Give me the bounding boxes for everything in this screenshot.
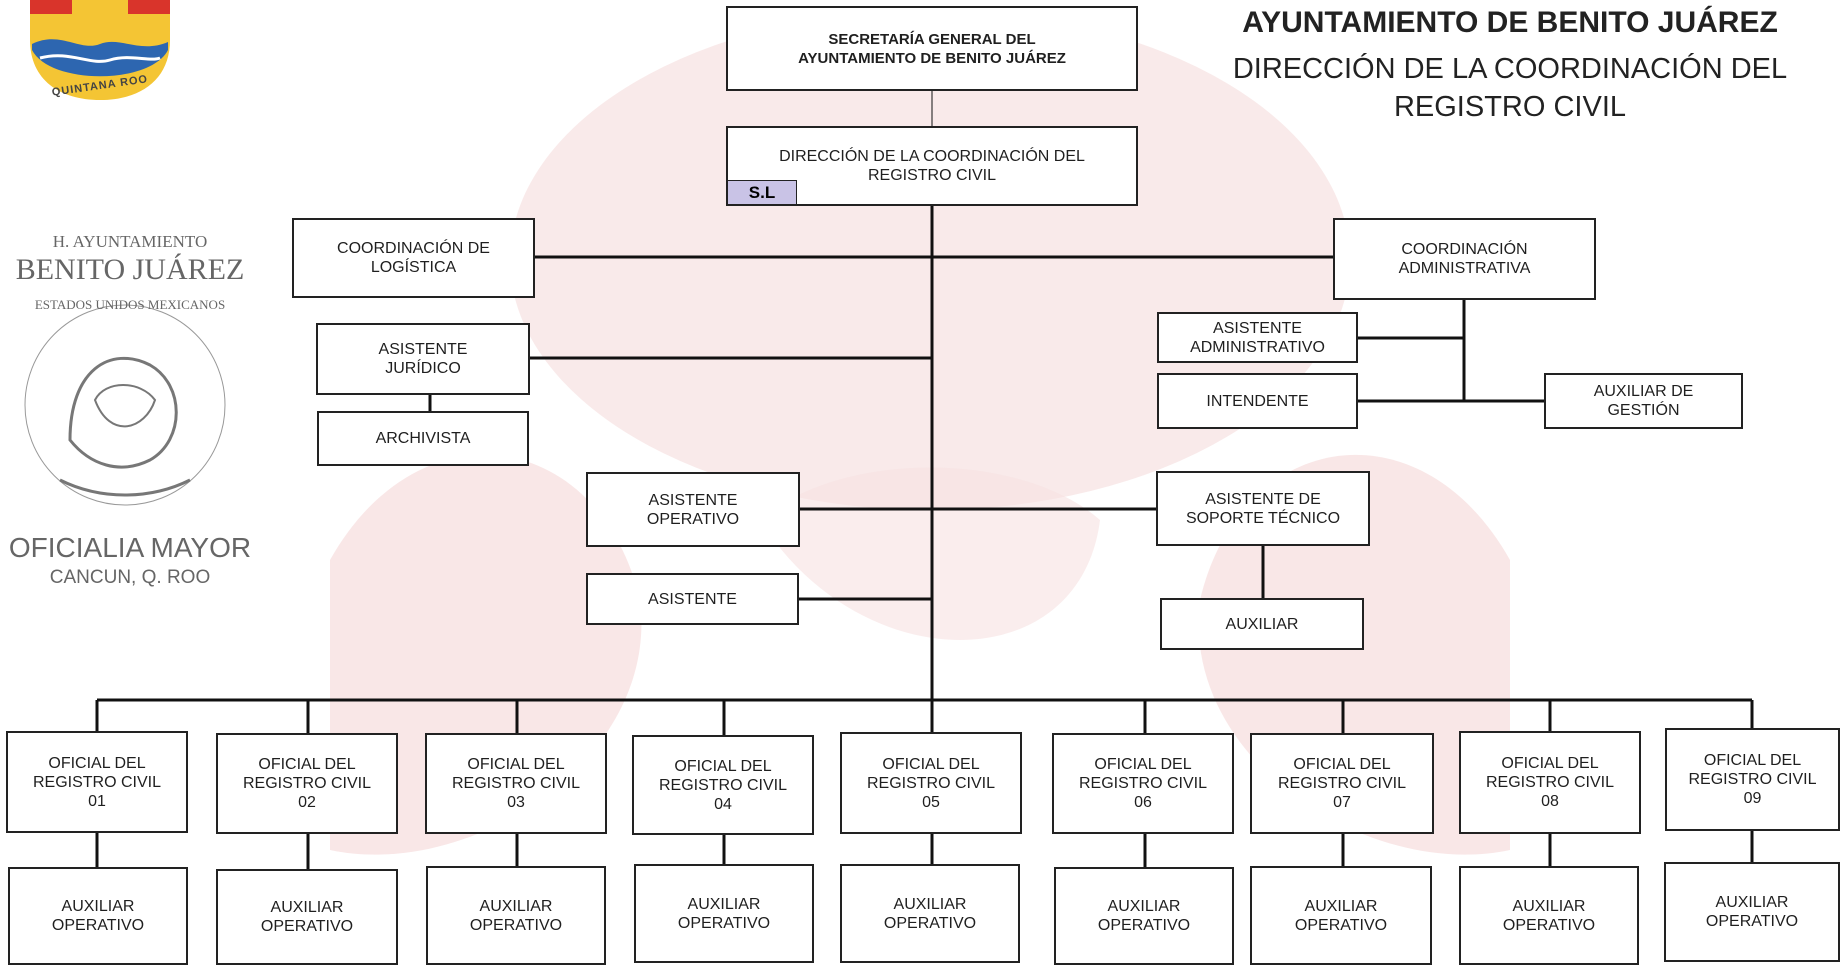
box-oficial-06: OFICIAL DEL REGISTRO CIVIL 06	[1052, 733, 1234, 834]
box-secretaria-general: SECRETARÍA GENERAL DEL AYUNTAMIENTO DE B…	[726, 6, 1138, 91]
page-subtitle: DIRECCIÓN DE LA COORDINACIÓN DEL REGISTR…	[1232, 53, 1788, 123]
seal-line-3: OFICIALIA MAYOR	[8, 532, 252, 563]
box-asistente-soporte-tecnico: ASISTENTE DE SOPORTE TÉCNICO	[1156, 471, 1370, 546]
quintana-roo-logo: QUINTANA ROO	[0, 0, 180, 115]
page-title: AYUNTAMIENTO DE BENITO JUÁREZ	[1242, 6, 1778, 39]
box-coordinacion-administrativa: COORDINACIÓN ADMINISTRATIVA	[1333, 218, 1596, 300]
official-seal: H. AYUNTAMIENTO BENITO JUÁREZ ESTADOS UN…	[0, 225, 260, 595]
seal-line-1: H. AYUNTAMIENTO	[52, 232, 208, 251]
box-oficial-05: OFICIAL DEL REGISTRO CIVIL 05	[840, 732, 1022, 834]
box-coordinacion-logistica: COORDINACIÓN DE LOGÍSTICA	[292, 218, 535, 298]
box-oficial-02: OFICIAL DEL REGISTRO CIVIL 02	[216, 733, 398, 834]
box-auxiliar: AUXILIAR	[1160, 598, 1364, 650]
eagle-emblem-icon	[24, 304, 226, 506]
box-oficial-04: OFICIAL DEL REGISTRO CIVIL 04	[632, 735, 814, 835]
box-auxiliar-operativo-09: AUXILIAR OPERATIVO	[1664, 862, 1840, 962]
box-auxiliar-operativo-07: AUXILIAR OPERATIVO	[1250, 866, 1432, 965]
box-auxiliar-gestion: AUXILIAR DE GESTIÓN	[1544, 373, 1743, 429]
box-asistente: ASISTENTE	[586, 573, 799, 625]
direccion-tag-badge: S.L	[727, 180, 797, 205]
box-auxiliar-operativo-04: AUXILIAR OPERATIVO	[634, 864, 814, 963]
box-asistente-juridico: ASISTENTE JURÍDICO	[316, 323, 530, 395]
box-asistente-administrativo: ASISTENTE ADMINISTRATIVO	[1157, 312, 1358, 363]
box-auxiliar-operativo-08: AUXILIAR OPERATIVO	[1459, 866, 1639, 965]
box-asistente-operativo: ASISTENTE OPERATIVO	[586, 472, 800, 547]
box-auxiliar-operativo-03: AUXILIAR OPERATIVO	[426, 866, 606, 965]
seal-line-4: CANCUN, Q. ROO	[49, 567, 211, 588]
box-auxiliar-operativo-02: AUXILIAR OPERATIVO	[216, 869, 398, 965]
box-intendente: INTENDENTE	[1157, 373, 1358, 429]
box-oficial-03: OFICIAL DEL REGISTRO CIVIL 03	[425, 733, 607, 834]
box-oficial-01: OFICIAL DEL REGISTRO CIVIL 01	[6, 731, 188, 833]
box-auxiliar-operativo-06: AUXILIAR OPERATIVO	[1054, 867, 1234, 965]
seal-line-2: BENITO JUÁREZ	[15, 253, 245, 286]
box-oficial-09: OFICIAL DEL REGISTRO CIVIL 09	[1665, 728, 1840, 831]
seal-arc-text: ESTADOS UNIDOS MEXICANOS	[34, 297, 226, 312]
box-auxiliar-operativo-05: AUXILIAR OPERATIVO	[840, 864, 1020, 963]
box-auxiliar-operativo-01: AUXILIAR OPERATIVO	[8, 867, 188, 965]
box-oficial-07: OFICIAL DEL REGISTRO CIVIL 07	[1250, 733, 1434, 834]
box-archivista: ARCHIVISTA	[317, 411, 529, 466]
box-oficial-08: OFICIAL DEL REGISTRO CIVIL 08	[1459, 731, 1641, 834]
